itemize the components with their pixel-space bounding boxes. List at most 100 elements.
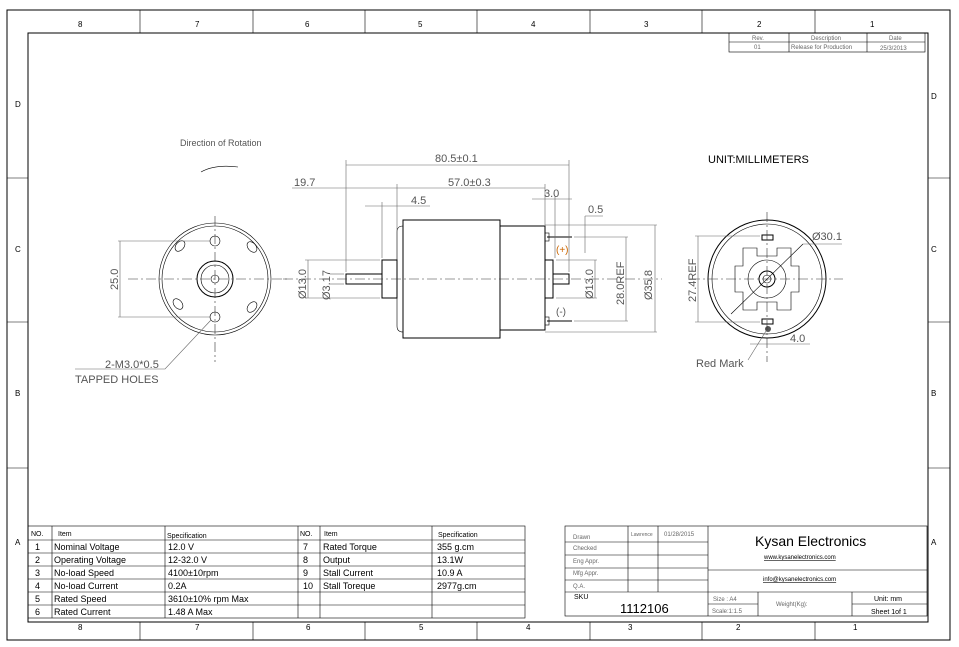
qa-label: Q.A. [573, 584, 585, 590]
zone-label: B [15, 389, 20, 398]
drawn-by: Lawrence [631, 532, 653, 538]
zone-label: 3 [628, 623, 633, 632]
dim-rear: 3.0 [544, 188, 559, 200]
dim-terminal: 0.5 [588, 204, 603, 216]
mfg-appr-label: Mfg Appr. [573, 571, 599, 577]
unit-label: UNIT:MILLIMETERS [708, 154, 809, 166]
hole-callout: 2-M3.0*0.5 [105, 359, 159, 371]
zone-label: D [15, 100, 21, 109]
spec-row-value: 10.9 A [437, 568, 463, 578]
spec-row-value: 0.2A [168, 581, 187, 591]
dim-terminal-spacing: 28.0REF [615, 261, 627, 305]
col-header-no: NO. [31, 531, 44, 538]
spec-row-no: 4 [35, 581, 40, 591]
dim-shaft: 19.7 [294, 177, 315, 189]
terminal-minus: (-) [556, 307, 566, 318]
col-header-spec: Specification [438, 532, 478, 539]
zone-label: 3 [644, 20, 649, 29]
dim-overall: 80.5±0.1 [435, 153, 478, 165]
spec-row-no: 9 [303, 568, 308, 578]
spec-row-item: Rated Torque [323, 542, 377, 552]
rev-date: 25/3/2013 [880, 46, 907, 52]
dim-flange: 4.5 [411, 195, 426, 207]
revision-block: Rev. Description Date 01 Release for Pro… [728, 32, 926, 53]
spec-table: NO. Item Specification NO. Item Specific… [27, 525, 526, 619]
zone-label: 6 [306, 623, 311, 632]
spec-row-value: 3610±10% rpm Max [168, 594, 249, 604]
spec-row-item: No-load Current [54, 581, 119, 591]
email-link[interactable]: info@kysanelectronics.com [763, 577, 836, 583]
col-header-item: Item [58, 531, 72, 538]
zone-label: 7 [195, 623, 200, 632]
drawn-label: Drawn [573, 535, 590, 541]
description-header: Description [811, 36, 841, 42]
outer-border [6, 9, 951, 641]
date-header: Date [889, 36, 902, 42]
zone-label: 6 [305, 20, 310, 29]
dim-rear-width: 4.0 [790, 333, 805, 345]
spec-row-item: Output [323, 555, 351, 565]
spec-row-item: Rated Speed [54, 594, 107, 604]
dim-dia-flange: Ø13.0 [297, 269, 309, 299]
dim-body: 57.0±0.3 [448, 177, 491, 189]
zone-label: D [931, 92, 937, 101]
eng-appr-label: Eng Appr. [573, 559, 599, 565]
direction-label: Direction of Rotation [180, 138, 262, 148]
inner-frame [27, 32, 929, 623]
side-view: 80.5±0.1 19.7 57.0±0.3 4.5 3.0 0.5 Ø13.0… [283, 153, 662, 339]
red-mark [765, 326, 771, 332]
rev-value: 01 [754, 45, 761, 51]
checked-label: Checked [573, 546, 597, 552]
spec-row-item: Rated Current [54, 607, 111, 617]
hole-note: TAPPED HOLES [75, 374, 159, 386]
weight-label: Weight(Kg): [776, 602, 808, 608]
spec-row-value: 2977g.cm [437, 581, 477, 591]
zone-label: 1 [853, 623, 858, 632]
scale-label: Scale:1:1.5 [712, 609, 743, 615]
company-name: Kysan Electronics [755, 533, 866, 549]
terminal-plus: (+) [556, 245, 569, 256]
spec-row-value: 12-32.0 V [168, 555, 207, 565]
zone-labels-side: D C B A D C B A [15, 92, 937, 547]
zone-labels-top: 8 7 6 5 4 3 2 1 [78, 20, 875, 29]
spec-row-no: 8 [303, 555, 308, 565]
website-link[interactable]: www.kysanelectronics.com [763, 555, 836, 561]
title-block: Drawn Lawrence 01/28/2015 Checked Eng Ap… [564, 525, 928, 617]
col-header-no: NO. [300, 531, 313, 538]
spec-row-item: Stall Current [323, 568, 374, 578]
spec-row-no: 7 [303, 542, 308, 552]
unit-value: Unit: mm [874, 596, 902, 603]
spec-row-value: 1.48 A Max [168, 607, 213, 617]
size-label: Size : A4 [713, 597, 737, 603]
dim-25: 25.0 [109, 269, 121, 290]
spec-row-item: Nominal Voltage [54, 542, 120, 552]
zone-label: 4 [531, 20, 536, 29]
spec-row-no: 6 [35, 607, 40, 617]
zone-label: A [15, 538, 21, 547]
zone-label: 1 [870, 20, 875, 29]
spec-row-no: 2 [35, 555, 40, 565]
spec-row-value: 12.0 V [168, 542, 194, 552]
front-view: Direction of Rotation 25.0 2-M3.0*0.5 TA… [75, 138, 290, 386]
zone-label: 5 [418, 20, 423, 29]
zone-label: B [931, 389, 936, 398]
sku-label: SKU [574, 594, 588, 601]
spec-row-item: Stall Toreque [323, 581, 375, 591]
dim-dia-rear: Ø13.0 [584, 269, 596, 299]
spec-row-no: 10 [303, 581, 313, 591]
spec-row-value: 13.1W [437, 555, 464, 565]
spec-row-no: 3 [35, 568, 40, 578]
drawn-date: 01/28/2015 [664, 532, 695, 538]
spec-row-value: 4100±10rpm [168, 568, 218, 578]
dim-rear-dia: Ø30.1 [812, 231, 842, 243]
zone-ticks [7, 10, 950, 640]
zone-label: 8 [78, 623, 83, 632]
spec-row-item: No-load Speed [54, 568, 114, 578]
zone-label: 4 [526, 623, 531, 632]
col-header-item: Item [324, 531, 338, 538]
rear-view: UNIT:MILLIMETERS Ø30.1 27.4REF 4.0 Red M… [687, 154, 843, 370]
zone-label: C [931, 245, 937, 254]
sku-value: 1112106 [620, 601, 669, 616]
rotation-arrow-icon [200, 165, 239, 173]
